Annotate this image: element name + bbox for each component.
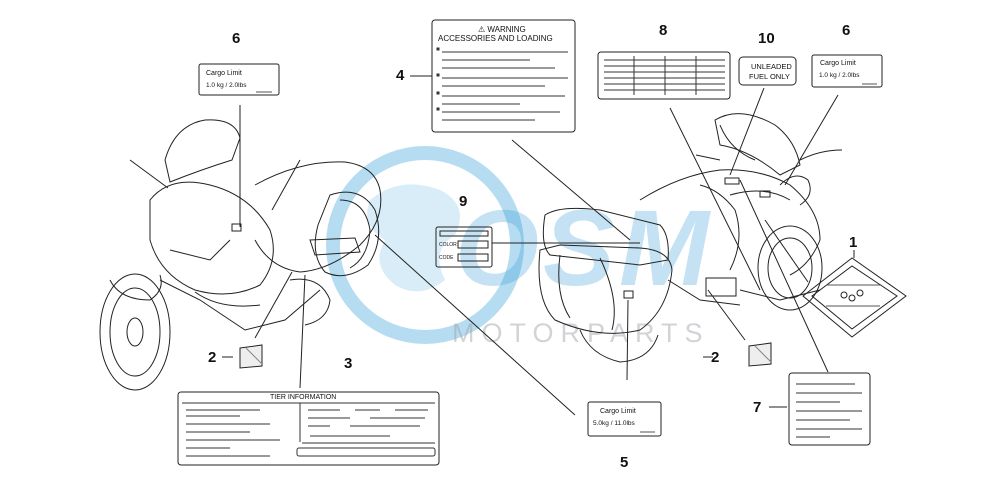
color-field-label: COLOR	[439, 242, 457, 248]
callout-1: 1	[849, 234, 858, 251]
callout-8: 8	[659, 22, 668, 39]
callout-3: 3	[344, 355, 353, 372]
callout-6-right: 6	[842, 22, 851, 39]
fuel-label-line2: FUEL ONLY	[749, 72, 790, 81]
callout-9: 9	[459, 193, 468, 210]
emblem-squares	[239, 342, 772, 369]
callout-6-left: 6	[232, 30, 241, 47]
callout-7: 7	[753, 399, 762, 416]
leader-lines	[222, 75, 855, 416]
cargo-limit-left-value: 1.0 kg / 2.0lbs	[206, 82, 247, 89]
code-field-label: CODE	[439, 255, 454, 261]
color-code-fields	[439, 230, 489, 262]
cargo-limit-bottom-value: 5.0kg / 11.0lbs	[593, 420, 635, 427]
callout-10: 10	[758, 30, 775, 47]
left-motorcycle	[99, 119, 382, 391]
callout-2-left: 2	[208, 349, 217, 366]
cargo-limit-right-value: 1.0 kg / 2.0lbs	[819, 72, 860, 79]
warning-text-lines	[436, 47, 568, 121]
table-label-grid	[604, 56, 725, 95]
tire-info-lines	[182, 402, 436, 457]
cargo-limit-left-title: Cargo Limit	[206, 70, 242, 77]
label-boxes	[177, 19, 883, 466]
cargo-limit-right-title: Cargo Limit	[820, 60, 856, 67]
right-motorcycle	[538, 113, 843, 363]
callout-2-right: 2	[711, 349, 720, 366]
label-codes	[256, 83, 877, 433]
warning-label-subtitle: ACCESSORIES AND LOADING	[438, 34, 553, 43]
warning-label-title: ⚠ WARNING	[478, 25, 526, 34]
emblem-diamond	[802, 257, 907, 338]
tire-info-title: TIER INFORMATION	[270, 394, 337, 401]
cargo-limit-bottom-title: Cargo Limit	[600, 408, 636, 415]
callout-5: 5	[620, 454, 629, 471]
fuel-label-line1: UNLEADED	[751, 62, 792, 71]
callout-4: 4	[396, 67, 405, 84]
label7-lines	[796, 383, 862, 438]
